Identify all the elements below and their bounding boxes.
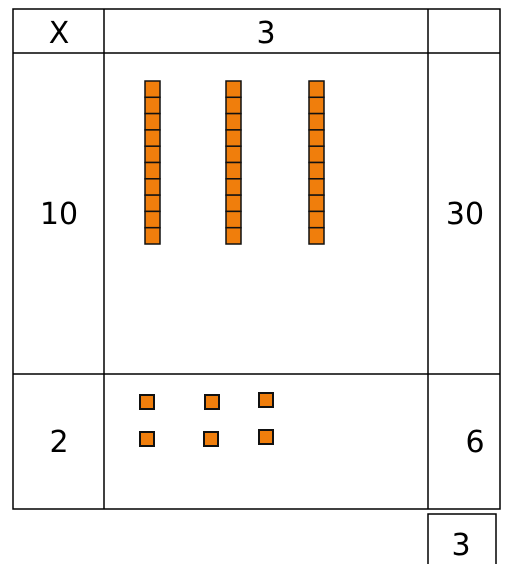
rod-unit-square — [226, 114, 241, 130]
rod-unit-square — [145, 163, 160, 179]
rod-unit-square — [309, 211, 324, 227]
rod-unit-square — [145, 97, 160, 113]
rod-unit-square — [145, 179, 160, 195]
row-product-tens: 30 — [446, 197, 484, 232]
rod-unit-square — [309, 81, 324, 97]
unit-cube — [259, 393, 273, 407]
rod-unit-square — [226, 130, 241, 146]
grid-outer-border — [13, 9, 500, 509]
tens-rod — [145, 81, 160, 244]
header-factor: 3 — [256, 16, 275, 51]
rod-unit-square — [145, 146, 160, 162]
rod-unit-square — [226, 163, 241, 179]
row-factor-ones: 2 — [49, 425, 68, 460]
rod-unit-square — [226, 97, 241, 113]
unit-cube — [205, 395, 219, 409]
unit-cube — [204, 432, 218, 446]
row-product-ones: 6 — [465, 425, 484, 460]
rod-unit-square — [226, 211, 241, 227]
unit-cube — [140, 395, 154, 409]
tens-rod — [309, 81, 324, 244]
rod-unit-square — [226, 228, 241, 244]
rod-unit-square — [145, 211, 160, 227]
row-factor-tens: 10 — [40, 197, 78, 232]
rod-unit-square — [145, 195, 160, 211]
rod-unit-square — [309, 146, 324, 162]
tens-rod — [226, 81, 241, 244]
rod-unit-square — [145, 228, 160, 244]
answer-box-value: 3 — [451, 528, 470, 563]
rod-unit-square — [309, 228, 324, 244]
rod-unit-square — [145, 81, 160, 97]
rod-unit-square — [145, 114, 160, 130]
rod-unit-square — [226, 195, 241, 211]
rod-unit-square — [309, 195, 324, 211]
unit-cube — [140, 432, 154, 446]
rod-unit-square — [226, 81, 241, 97]
unit-cubes-group — [140, 393, 273, 446]
rod-unit-square — [226, 146, 241, 162]
rod-unit-square — [145, 130, 160, 146]
rod-unit-square — [309, 114, 324, 130]
corner-multiply-symbol: X — [49, 16, 70, 51]
tens-rods-group — [145, 81, 324, 244]
rod-unit-square — [309, 130, 324, 146]
rod-unit-square — [309, 179, 324, 195]
rod-unit-square — [226, 179, 241, 195]
unit-cube — [259, 430, 273, 444]
rod-unit-square — [309, 163, 324, 179]
rod-unit-square — [309, 97, 324, 113]
